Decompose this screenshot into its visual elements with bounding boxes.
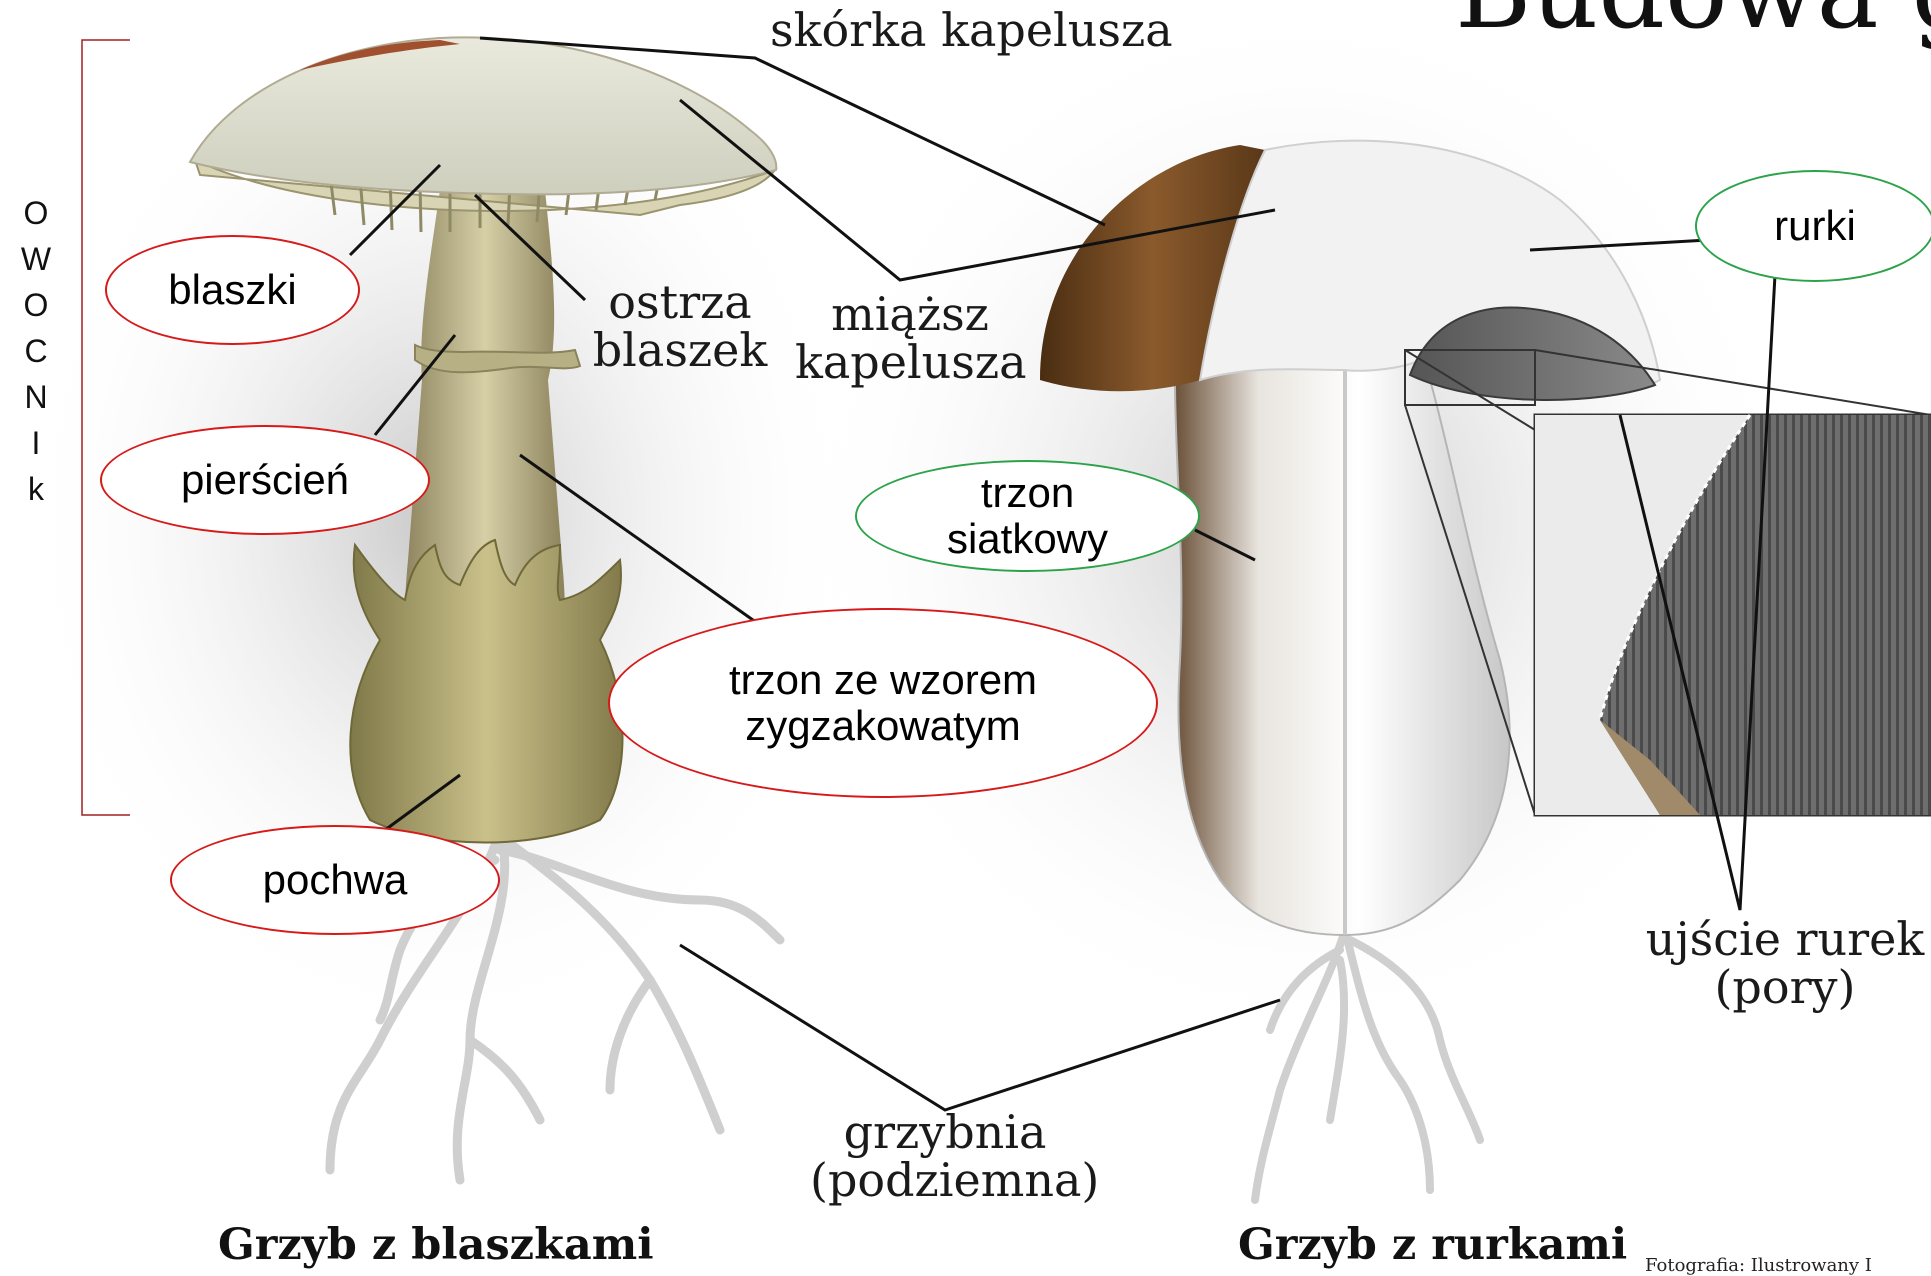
oval-pierscien: pierścień bbox=[100, 425, 430, 535]
label-grzybnia-line1: grzybnia bbox=[810, 1108, 1080, 1156]
owocnik-letter: O bbox=[16, 190, 56, 236]
owocnik-letter: W bbox=[16, 236, 56, 282]
label-ostrza-line1: ostrza bbox=[590, 278, 770, 326]
label-miazsz-line1: miąższ bbox=[795, 290, 1025, 338]
caption-grzyb-z-rurkami: Grzyb z rurkami bbox=[1238, 1220, 1627, 1270]
label-ujscie-line2: (pory) bbox=[1625, 963, 1931, 1011]
oval-trzon-siat-line1: trzon bbox=[947, 470, 1108, 516]
owocnik-letter: I bbox=[16, 420, 56, 466]
oval-rurki: rurki bbox=[1695, 170, 1931, 282]
caption-grzyb-z-blaszkami: Grzyb z blaszkami bbox=[218, 1220, 654, 1270]
oval-trzon-siat-line2: siatkowy bbox=[947, 516, 1108, 562]
label-ujscie-line1: ujście rurek bbox=[1625, 915, 1931, 963]
label-ujscie-rurek: ujście rurek (pory) bbox=[1625, 915, 1931, 1011]
label-ostrza-blaszek: ostrza blaszek bbox=[590, 278, 770, 374]
oval-pochwa: pochwa bbox=[170, 825, 500, 935]
owocnik-letter: N bbox=[16, 374, 56, 420]
oval-trzon-zyg-line2: zygzakowatym bbox=[729, 703, 1037, 749]
label-miazsz-line2: kapelusza bbox=[795, 338, 1025, 386]
oval-trzon-zyg-line1: trzon ze wzorem bbox=[729, 657, 1037, 703]
owocnik-vertical-label: O W O C N I k bbox=[16, 190, 56, 512]
owocnik-letter: O bbox=[16, 282, 56, 328]
label-grzybnia: grzybnia (podziemna) bbox=[810, 1108, 1080, 1204]
oval-trzon-siatkowy: trzon siatkowy bbox=[855, 460, 1200, 572]
owocnik-letter: C bbox=[16, 328, 56, 374]
label-skorka-kapelusza: skórka kapelusza bbox=[770, 6, 1173, 54]
label-ostrza-line2: blaszek bbox=[590, 326, 770, 374]
owocnik-letter: k bbox=[16, 466, 56, 512]
oval-blaszki: blaszki bbox=[105, 235, 360, 345]
label-grzybnia-line2: (podziemna) bbox=[810, 1156, 1080, 1204]
label-miazsz-kapelusza: miąższ kapelusza bbox=[795, 290, 1025, 386]
zoom-inset bbox=[1535, 415, 1931, 815]
page-title: Budowa g bbox=[1455, 0, 1931, 52]
oval-trzon-zygzakowaty: trzon ze wzorem zygzakowatym bbox=[608, 608, 1158, 798]
